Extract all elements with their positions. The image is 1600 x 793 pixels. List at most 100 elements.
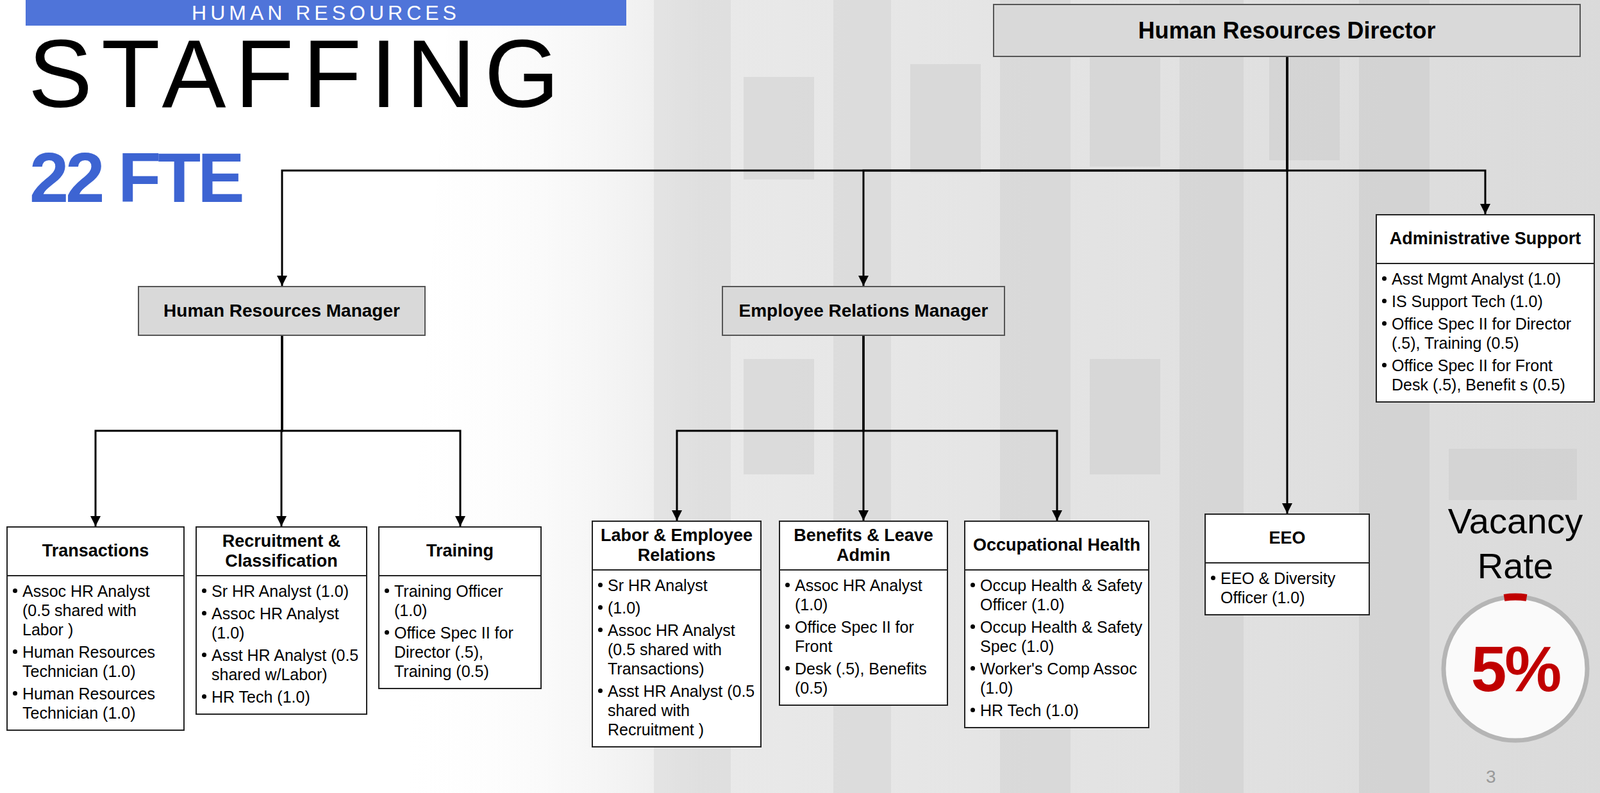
unit-box: Administrative SupportAsst Mgmt Analyst … xyxy=(1375,214,1595,403)
position-text: Human Resources Technician (1.0) xyxy=(22,683,180,723)
box-heading: Training xyxy=(379,527,541,577)
connector-arrow xyxy=(95,335,283,527)
manager-box: Human Resources Director xyxy=(992,3,1581,58)
bullet-item: Asst HR Analyst (0.5 shared w/Labor) xyxy=(200,645,363,684)
bullet-dot xyxy=(201,610,207,616)
position-text: Office Spec II for Director (.5), Traini… xyxy=(1391,314,1590,353)
unit-box: Benefits & Leave AdminAssoc HR Analyst (… xyxy=(778,520,949,706)
unit-box: EEOEEO & Diversity Officer (1.0) xyxy=(1204,513,1370,616)
box-body: Assoc HR Analyst (1.0)Office Spec II for… xyxy=(780,570,947,705)
bullet-dot xyxy=(1382,276,1387,281)
bullet-item: Office Spec II for Front xyxy=(783,617,943,656)
bullet-dot xyxy=(12,691,18,696)
page-title: STAFFING xyxy=(28,25,569,122)
building-window xyxy=(743,76,815,180)
box-heading: EEO xyxy=(1205,514,1369,564)
building-window xyxy=(1448,448,1577,500)
position-text: Sr HR Analyst xyxy=(607,575,757,595)
bullet-dot xyxy=(201,694,207,699)
building-facade xyxy=(397,0,1600,793)
position-text: Human Resources Technician (1.0) xyxy=(22,642,180,681)
bullet-dot xyxy=(12,588,18,593)
position-text: Training Officer (1.0) xyxy=(394,581,537,620)
bullet-dot xyxy=(384,588,390,593)
position-text: Office Spec II for Front xyxy=(794,617,943,656)
bullet-item: Office Spec II for Front Desk (.5), Bene… xyxy=(1380,355,1590,395)
bullet-item: Occup Health & Safety Officer (1.0) xyxy=(969,575,1145,615)
gauge-title: Vacancy Rate xyxy=(1438,498,1593,589)
header-band: HUMAN RESOURCES xyxy=(25,0,627,26)
box-title: Human Resources Director xyxy=(1000,16,1574,45)
building-window xyxy=(1089,57,1161,167)
box-heading: Transactions xyxy=(7,527,184,577)
bullet-item: HR Tech (1.0) xyxy=(200,687,363,707)
building-pillar xyxy=(1179,0,1244,793)
connector-arrow xyxy=(863,335,1058,521)
bullet-dot xyxy=(201,588,207,593)
connector-arrow xyxy=(1287,57,1486,215)
box-body: EEO & Diversity Officer (1.0) xyxy=(1205,563,1369,615)
bullet-dot xyxy=(785,666,790,671)
box-heading: Administrative Support xyxy=(1376,215,1594,265)
bullet-item: EEO & Diversity Officer (1.0) xyxy=(1209,568,1365,608)
connector-arrow xyxy=(282,335,461,527)
bullet-item: Sr HR Analyst (1.0) xyxy=(200,581,363,601)
box-body: Occup Health & Safety Officer (1.0)Occup… xyxy=(965,570,1149,727)
bullet-item: Assoc HR Analyst (1.0) xyxy=(783,575,943,615)
gauge-arc xyxy=(1504,596,1527,598)
bullet-item: Assoc HR Analyst (0.5 shared with Labor … xyxy=(11,581,180,640)
bullet-item: (1.0) xyxy=(596,598,757,618)
bullet-dot xyxy=(1382,298,1387,304)
connector-arrow xyxy=(676,335,864,521)
position-text: Assoc HR Analyst (1.0) xyxy=(794,575,943,615)
manager-box: Employee Relations Manager xyxy=(721,285,1006,336)
connector-arrow xyxy=(1286,57,1289,514)
bullet-dot xyxy=(384,630,390,635)
box-title: Human Resources Manager xyxy=(145,300,418,322)
page-number: 3 xyxy=(1485,767,1497,786)
position-text: Assoc HR Analyst (0.5 shared with Labor … xyxy=(22,581,180,640)
position-text: HR Tech (1.0) xyxy=(980,700,1145,720)
bullet-dot xyxy=(970,582,975,588)
bullet-dot xyxy=(1382,362,1387,368)
bullet-dot xyxy=(598,688,603,693)
unit-box: TransactionsAssoc HR Analyst (0.5 shared… xyxy=(6,526,185,731)
unit-box: Labor & Employee RelationsSr HR Analyst(… xyxy=(591,520,762,748)
connector-arrow xyxy=(863,57,1288,286)
position-text: Asst HR Analyst (0.5 shared w/Labor) xyxy=(211,645,363,684)
box-body: Sr HR Analyst (1.0)Assoc HR Analyst (1.0… xyxy=(196,576,367,714)
fte-count: 22 FTE xyxy=(29,142,242,213)
building-window xyxy=(1089,358,1161,475)
bullet-dot xyxy=(598,627,603,633)
box-heading: Benefits & Leave Admin xyxy=(780,521,947,571)
bullet-dot xyxy=(12,649,18,654)
position-text: Asst Mgmt Analyst (1.0) xyxy=(1391,269,1590,289)
bullet-dot xyxy=(970,707,975,713)
box-body: Asst Mgmt Analyst (1.0)IS Support Tech (… xyxy=(1376,264,1594,402)
gauge-value: 5% xyxy=(1419,630,1600,708)
position-text: HR Tech (1.0) xyxy=(211,687,363,707)
position-text: EEO & Diversity Officer (1.0) xyxy=(1220,568,1365,608)
bullet-item: Training Officer (1.0) xyxy=(383,581,537,620)
band-text: HUMAN RESOURCES xyxy=(191,1,461,25)
bullet-dot xyxy=(970,624,975,629)
bullet-dot xyxy=(1210,575,1216,581)
bullet-item: Assoc HR Analyst (1.0) xyxy=(200,603,363,643)
bullet-item: Occup Health & Safety Spec (1.0) xyxy=(969,617,1145,656)
unit-box: Recruitment & ClassificationSr HR Analys… xyxy=(195,526,368,715)
bullet-item: IS Support Tech (1.0) xyxy=(1380,291,1590,311)
bullet-item: HR Tech (1.0) xyxy=(969,700,1145,720)
building-window xyxy=(743,358,815,475)
box-title: Employee Relations Manager xyxy=(729,300,998,322)
position-text: Office Spec II for Director (.5), Traini… xyxy=(394,623,537,681)
bullet-item: Asst Mgmt Analyst (1.0) xyxy=(1380,269,1590,289)
bullet-item: Asst HR Analyst (0.5 shared with Recruit… xyxy=(596,681,757,740)
position-text: Sr HR Analyst (1.0) xyxy=(211,581,363,601)
position-text: Worker's Comp Assoc (1.0) xyxy=(980,658,1145,698)
position-text: Assoc HR Analyst (0.5 shared with Transa… xyxy=(607,620,757,679)
bullet-item: Human Resources Technician (1.0) xyxy=(11,642,180,681)
bullet-dot xyxy=(201,652,207,658)
box-heading: Occupational Health xyxy=(965,521,1149,571)
position-text: Desk (.5), Benefits (0.5) xyxy=(794,658,943,698)
bullet-item: Sr HR Analyst xyxy=(596,575,757,595)
